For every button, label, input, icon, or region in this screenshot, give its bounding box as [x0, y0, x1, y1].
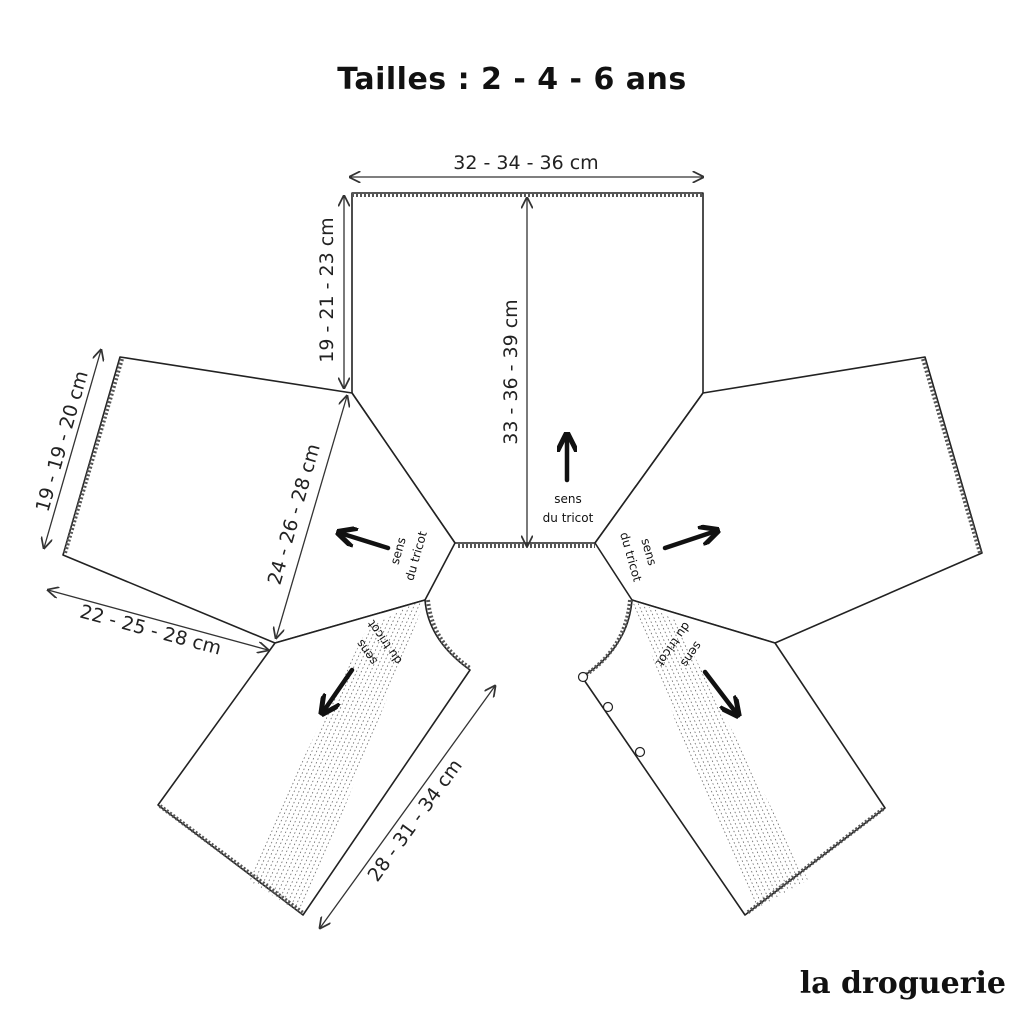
direction-arrow-right-front: [702, 669, 737, 714]
dim-line-sleeve-cuff: [44, 350, 101, 548]
dim-label-back-length: 33 - 36 - 39 cm: [500, 299, 522, 444]
left-front-hem: [158, 804, 305, 915]
dim-line-sleeve-length: [48, 590, 268, 650]
right-sleeve-cuff: [921, 358, 982, 554]
dim-line-sleeve-top: [276, 396, 347, 638]
direction-label-back-line2: du tricot: [543, 511, 594, 525]
button-dot: [577, 671, 589, 683]
button-dot: [634, 746, 646, 758]
diagram-title: Tailles : 2 - 4 - 6 ans: [337, 62, 687, 97]
dim-label-back-width: 32 - 34 - 36 cm: [453, 152, 598, 174]
dim-label-back-armhole: 19 - 21 - 23 cm: [316, 217, 338, 362]
dim-line-front-length: [320, 686, 495, 928]
direction-label-back-line1: sens: [554, 492, 582, 506]
right-front-hem: [745, 807, 885, 915]
direction-arrow-left-sleeve: [340, 533, 391, 551]
left-front-neck-edge: [426, 599, 472, 670]
brand-logo-text: la droguerie: [799, 966, 1006, 1001]
right-front-panel: [581, 599, 886, 916]
right-front-neck-edge: [582, 599, 632, 678]
button-dot: [602, 701, 614, 713]
direction-arrow-left-front: [323, 667, 355, 712]
direction-arrow-right-sleeve: [662, 531, 716, 551]
